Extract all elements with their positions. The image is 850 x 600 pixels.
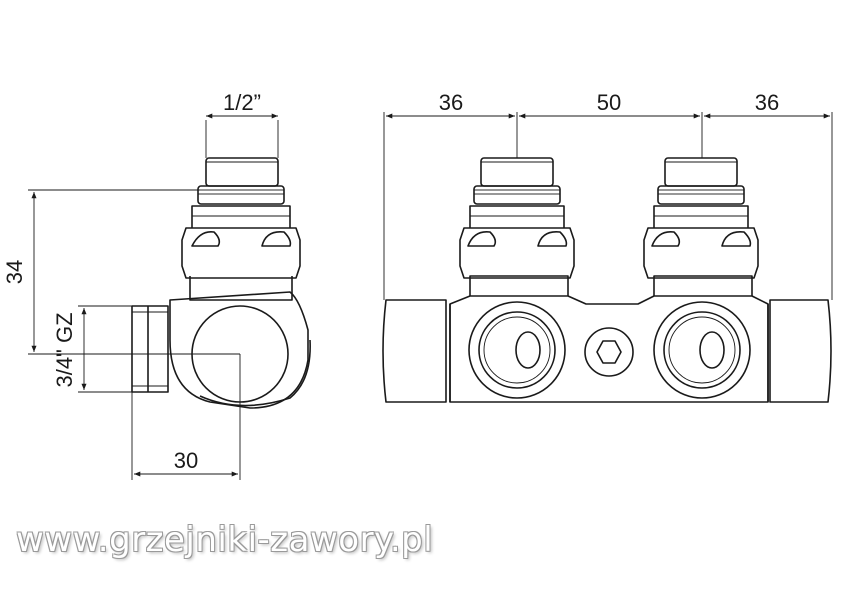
dim-front-spacing: 50 bbox=[597, 90, 621, 115]
left-valve-top bbox=[459, 157, 575, 296]
manifold-block bbox=[449, 295, 769, 403]
side-hex-nut bbox=[181, 227, 301, 279]
dim-side-inlet: 3/4" GZ bbox=[52, 312, 77, 387]
dim-side-depth: 30 bbox=[174, 448, 198, 473]
left-pipe-end bbox=[382, 299, 447, 403]
side-thread bbox=[205, 157, 279, 187]
elbow-rim bbox=[199, 339, 311, 407]
right-valve-top bbox=[643, 157, 759, 296]
side-view: 1/2” 34 3/4" GZ 30 bbox=[2, 90, 311, 480]
dim-side-height: 34 bbox=[2, 260, 27, 284]
side-inlet-pipe bbox=[131, 305, 169, 393]
right-port bbox=[653, 301, 751, 399]
front-view: 36 50 36 bbox=[382, 90, 833, 403]
dim-front-right: 36 bbox=[755, 90, 779, 115]
right-pipe-end bbox=[769, 299, 832, 403]
dim-front-left: 36 bbox=[439, 90, 463, 115]
watermark-url: www.grzejniki-zawory.pl bbox=[16, 520, 434, 560]
dim-side-thread: 1/2” bbox=[223, 90, 261, 115]
center-hex-screw bbox=[584, 327, 634, 377]
left-port bbox=[468, 301, 566, 399]
